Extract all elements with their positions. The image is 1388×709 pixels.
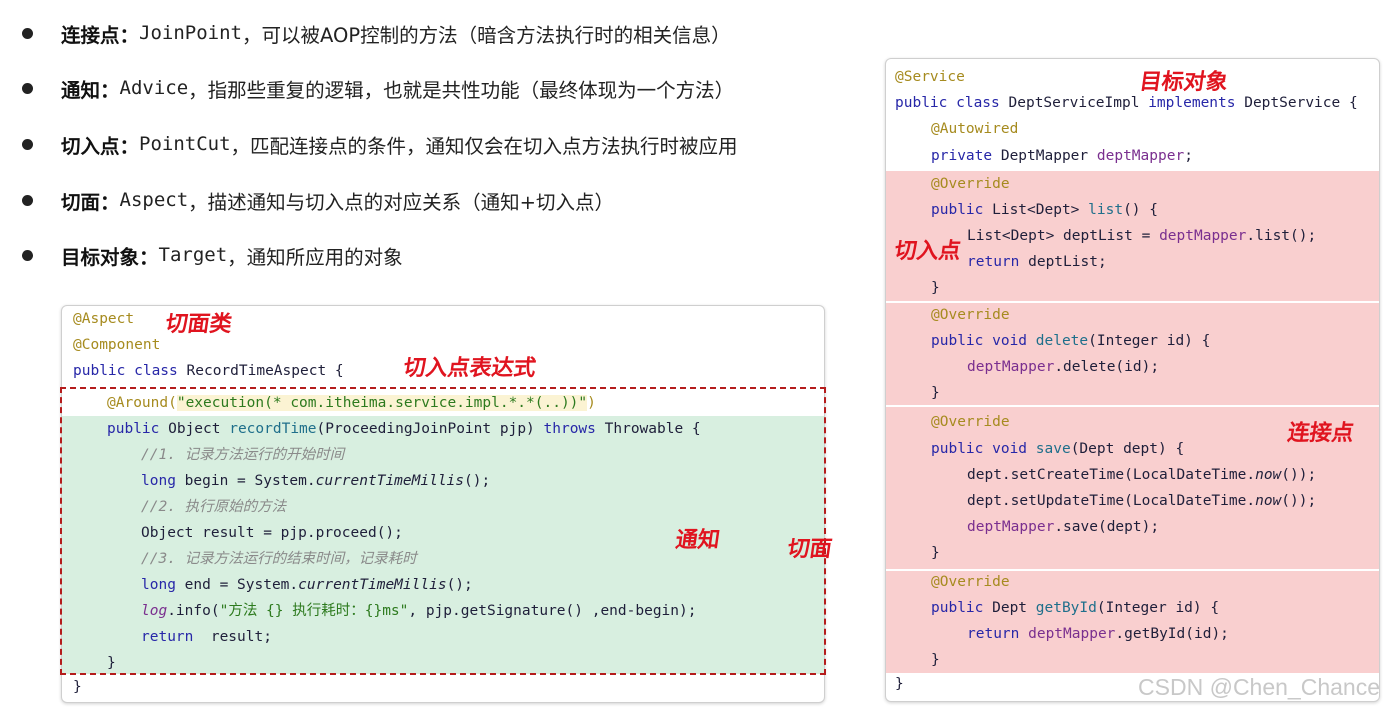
list-item: 切面： Aspect ，描述通知与切入点的对应关系（通知+切入点） — [22, 184, 614, 216]
term-label: 切面： — [61, 190, 120, 214]
code-line: @Autowired — [931, 121, 1019, 137]
method-separator — [886, 301, 1379, 303]
term-english: Aspect — [119, 189, 189, 211]
note-target-object: 目标对象 — [1137, 69, 1230, 95]
note-aspect: 切面 — [785, 536, 834, 562]
code-line: } — [931, 385, 940, 401]
advice-highlight — [62, 416, 824, 674]
code-line: Object result = pjp.proceed(); — [141, 525, 403, 541]
list-item: 切入点： PointCut ，匹配连接点的条件，通知仅会在切入点方法执行时被应用 — [22, 128, 738, 160]
note-pointcut-expression: 切入点表达式 — [401, 355, 538, 381]
bullet-dot — [22, 194, 33, 206]
list-item: 目标对象： Target ，通知所应用的对象 — [22, 239, 403, 271]
term-label: 切入点： — [61, 134, 140, 158]
code-line: deptMapper.delete(id); — [967, 359, 1160, 375]
list-item: 连接点： JoinPoint ，可以被AOP控制的方法（暗含方法执行时的相关信息… — [22, 17, 731, 49]
term-label: 目标对象： — [61, 245, 159, 269]
code-comment: //1. 记录方法运行的开始时间 — [141, 447, 345, 463]
code-line: List<Dept> deptList = deptMapper.list(); — [967, 228, 1317, 244]
code-comment: //3. 记录方法运行的结束时间，记录耗时 — [141, 551, 417, 567]
term-label: 通知： — [61, 78, 120, 102]
note-advice: 通知 — [673, 527, 722, 553]
term-english: Target — [158, 244, 228, 266]
term-english: Advice — [119, 77, 189, 99]
method-separator — [886, 569, 1379, 571]
bullet-dot — [22, 249, 33, 261]
code-line: } — [107, 655, 116, 671]
code-line: private DeptMapper deptMapper; — [931, 148, 1193, 164]
code-line: public class DeptServiceImpl implements … — [895, 95, 1358, 111]
code-line: } — [931, 652, 940, 668]
code-line: dept.setCreateTime(LocalDateTime.now()); — [967, 467, 1317, 483]
note-pointcut: 切入点 — [892, 238, 963, 264]
term-description: ，可以被AOP控制的方法（暗含方法执行时的相关信息） — [241, 23, 731, 47]
note-aspect-class: 切面类 — [163, 311, 234, 337]
list-item: 通知： Advice ，指那些重复的逻辑，也就是共性功能（最终体现为一个方法） — [22, 72, 734, 104]
term-description: ，通知所应用的对象 — [227, 245, 403, 269]
code-line: long end = System.currentTimeMillis(); — [141, 577, 473, 593]
term-description: ，指那些重复的逻辑，也就是共性功能（最终体现为一个方法） — [188, 78, 735, 102]
code-line: log.info("方法 {} 执行耗时：{}ms", pjp.getSigna… — [141, 603, 697, 619]
code-line: public List<Dept> list() { — [931, 202, 1158, 218]
code-line: } — [931, 280, 940, 296]
term-label: 连接点： — [61, 23, 140, 47]
term-english: JoinPoint — [139, 22, 242, 44]
code-line: } — [895, 676, 904, 692]
code-line: } — [931, 545, 940, 561]
code-line: @Override — [931, 574, 1010, 590]
code-line: return deptList; — [967, 254, 1107, 270]
bullet-dot — [22, 27, 33, 39]
note-joinpoint: 连接点 — [1285, 420, 1356, 446]
method-separator — [886, 405, 1379, 407]
term-english: PointCut — [139, 133, 231, 155]
code-line: return result; — [141, 629, 272, 645]
code-line: public void save(Dept dept) { — [931, 441, 1185, 457]
code-line: deptMapper.save(dept); — [967, 519, 1160, 535]
pointcut-expression: "execution(* com.itheima.service.impl.*.… — [176, 395, 588, 411]
code-line: return deptMapper.getById(id); — [967, 626, 1229, 642]
code-comment: //2. 执行原始的方法 — [141, 499, 287, 515]
bullet-dot — [22, 82, 33, 94]
code-line: @Component — [73, 337, 161, 353]
joinpoint-highlight — [886, 171, 1379, 673]
term-description: ，描述通知与切入点的对应关系（通知+切入点） — [188, 190, 614, 214]
term-description: ，匹配连接点的条件，通知仅会在切入点方法执行时被应用 — [230, 134, 738, 158]
code-line: @Override — [931, 414, 1010, 430]
code-line: @Service — [895, 69, 965, 85]
aspect-dashed-boundary — [60, 387, 826, 675]
aspect-code-block: @Aspect @Component public class RecordTi… — [61, 305, 825, 703]
code-line: public class RecordTimeAspect { — [73, 363, 344, 379]
code-line: public Object recordTime(ProceedingJoinP… — [107, 421, 701, 437]
bullet-dot — [22, 138, 33, 150]
code-line: public void delete(Integer id) { — [931, 333, 1211, 349]
watermark: CSDN @Chen_Chance — [1138, 674, 1380, 700]
code-line: } — [73, 679, 82, 695]
code-line: dept.setUpdateTime(LocalDateTime.now()); — [967, 493, 1317, 509]
code-line: @Aspect — [73, 311, 135, 327]
target-code-block: @Service public class DeptServiceImpl im… — [885, 58, 1380, 702]
code-line: long begin = System.currentTimeMillis(); — [141, 473, 491, 489]
code-line: @Override — [931, 307, 1010, 323]
code-line: @Override — [931, 176, 1010, 192]
code-line: @Around("execution(* com.itheima.service… — [107, 395, 596, 411]
code-line: public Dept getById(Integer id) { — [931, 600, 1220, 616]
